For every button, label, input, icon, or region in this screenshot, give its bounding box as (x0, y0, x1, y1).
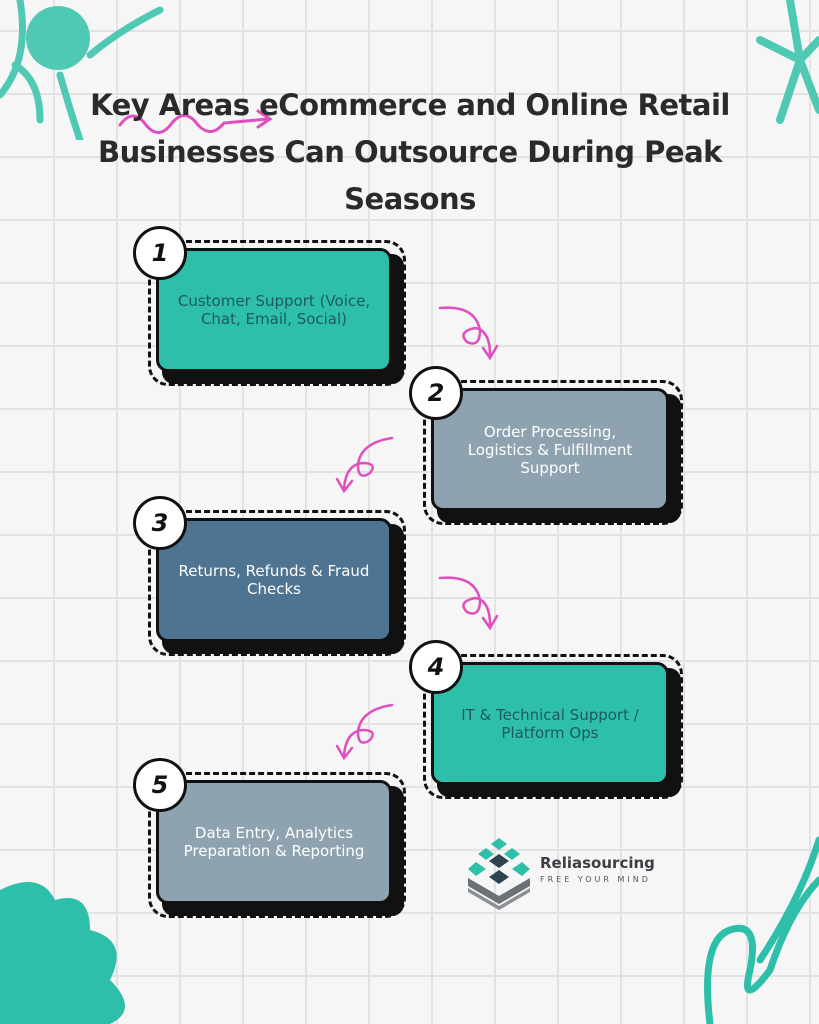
step-number-badge: 1 (133, 226, 187, 280)
decorative-blob-bottom-left (0, 882, 125, 1024)
step-label: Returns, Refunds & Fraud Checks (156, 518, 392, 642)
curly-arrow-icon (335, 703, 394, 761)
step-number-badge: 2 (409, 366, 463, 420)
step-number-badge: 4 (409, 640, 463, 694)
logo-cube-icon (468, 838, 530, 910)
curly-arrow-icon (438, 306, 499, 361)
decorative-flower-top-left (0, 0, 164, 140)
page-title: Key Areas eCommerce and Online Retail Bu… (90, 88, 730, 216)
step-label: IT & Technical Support / Platform Ops (431, 662, 669, 785)
step-2: Order Processing, Logistics & Fulfillmen… (423, 380, 683, 525)
brand-tagline: FREE YOUR MIND (540, 875, 651, 884)
brand-name: Reliasourcing (540, 854, 655, 872)
decorative-squiggle-arrow-title (118, 109, 273, 134)
decorative-star-top-right (756, 0, 819, 124)
brand-logo: Reliasourcing FREE YOUR MIND (466, 828, 655, 910)
step-3: Returns, Refunds & Fraud Checks (148, 510, 406, 656)
step-number-badge: 5 (133, 758, 187, 812)
curly-arrow-icon (335, 436, 394, 494)
step-4: IT & Technical Support / Platform Ops (423, 654, 683, 799)
step-label: Customer Support (Voice, Chat, Email, So… (156, 248, 392, 372)
step-label: Order Processing, Logistics & Fulfillmen… (431, 388, 669, 511)
curly-arrow-icon (438, 576, 499, 631)
decorative-squiggle-bottom-right (704, 836, 819, 1024)
step-number-badge: 3 (133, 496, 187, 550)
step-5: Data Entry, Analytics Preparation & Repo… (148, 772, 406, 918)
step-label: Data Entry, Analytics Preparation & Repo… (156, 780, 392, 904)
step-1: Customer Support (Voice, Chat, Email, So… (148, 240, 406, 386)
